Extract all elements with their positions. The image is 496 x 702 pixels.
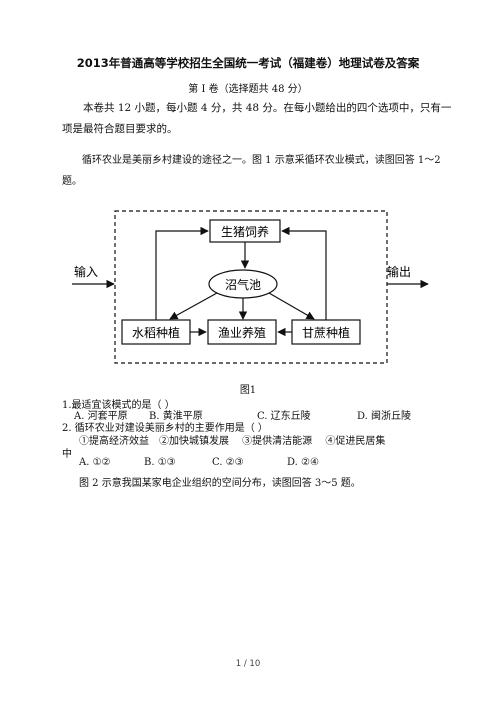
question-1: 1.最适宜该模式的是（ ） bbox=[62, 400, 175, 411]
section-heading: 第 I 卷（选择题共 48 分） bbox=[188, 84, 308, 95]
question-2-option-a: A. ①② bbox=[79, 457, 111, 468]
question-1-option-b: B. 黄淮平原 bbox=[149, 411, 203, 422]
page-number: 1 / 10 bbox=[235, 659, 261, 669]
lead-paragraph: 循环农业是美丽乡村建设的途径之一。图 1 示意采循环农业模式，读图回答 1～2 … bbox=[62, 155, 441, 187]
biogas-pit-label: 沼气池 bbox=[225, 277, 261, 292]
question-1-option-c: C. 辽东丘陵 bbox=[257, 411, 311, 422]
rice-planting-label: 水稻种植 bbox=[132, 325, 180, 340]
question-2: 2. 循环农业对建设美丽乡村的主要作用是（ ） bbox=[62, 423, 268, 434]
figure-caption: 图1 bbox=[239, 385, 257, 396]
sugarcane-planting-box bbox=[291, 319, 361, 345]
biogas-to-rice-arrow bbox=[169, 292, 218, 320]
system-boundary-frame bbox=[114, 210, 388, 364]
question-2-items: ①提高经济效益 ②加快城镇发展 ③提供清洁能源 ④促进民居集 bbox=[79, 436, 386, 447]
input-label: 输入 bbox=[74, 264, 98, 279]
lead-paragraph-2: 图 2 示意我国某家电企业组织的空间分布，读图回答 3～5 题。 bbox=[79, 478, 361, 489]
pig-farming-label: 生猪饲养 bbox=[221, 224, 269, 239]
question-1-option-d: D. 闽浙丘陵 bbox=[357, 411, 412, 422]
question-2-option-b: B. ①③ bbox=[144, 457, 176, 468]
question-1-option-a: A. 河套平原 bbox=[74, 411, 128, 422]
fish-farming-box bbox=[207, 319, 277, 345]
document-title: 2013年普通高等学校招生全国统一考试（福建卷）地理试卷及答案 bbox=[76, 56, 420, 70]
biogas-to-cane-arrow bbox=[268, 292, 315, 320]
circular-agriculture-diagram: 生猪饲养 沼气池 水稻种植 渔业养殖 甘蔗种植 输入 输出 bbox=[72, 210, 429, 364]
cane-to-pig-arrow bbox=[281, 226, 327, 320]
question-2-option-c: C. ②③ bbox=[212, 457, 244, 468]
rice-planting-box bbox=[121, 319, 191, 345]
sugarcane-planting-label: 甘蔗种植 bbox=[302, 325, 350, 340]
question-2-items-continued: 中 bbox=[62, 449, 72, 460]
fish-farming-label: 渔业养殖 bbox=[218, 325, 266, 340]
intro-paragraph: 本卷共 12 小题，每小题 4 分，共 48 分。在每小题给出的四个选项中，只有… bbox=[62, 102, 452, 135]
question-2-option-d: D. ②④ bbox=[287, 457, 319, 468]
rice-to-pig-arrow bbox=[155, 226, 209, 320]
output-label: 输出 bbox=[387, 264, 411, 279]
